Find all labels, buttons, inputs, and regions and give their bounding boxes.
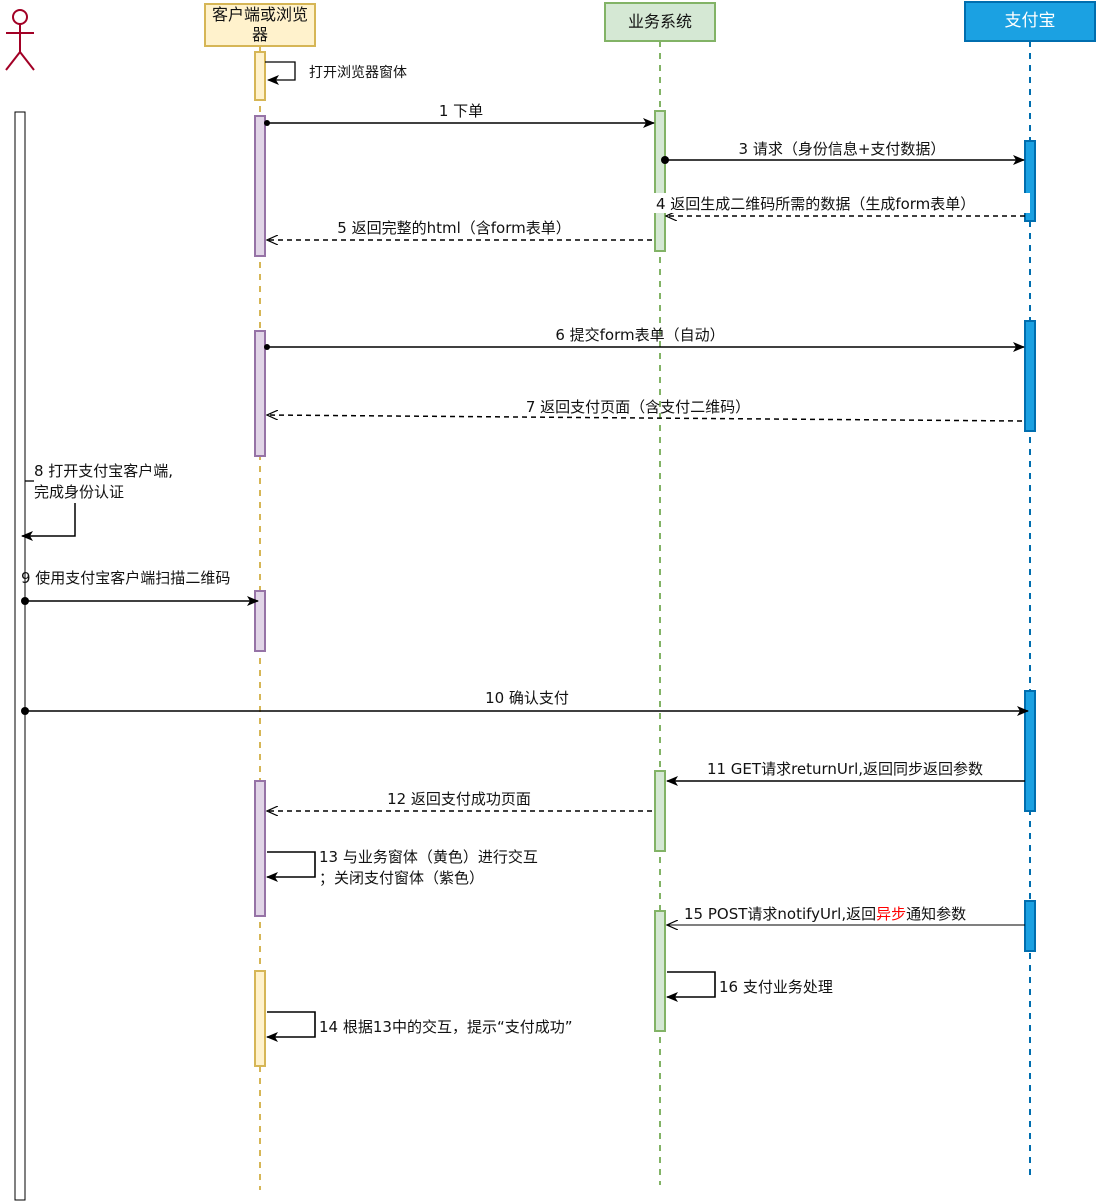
participant-biz[interactable]: 业务系统 [604, 2, 716, 42]
message-1-label: 1 下单 [439, 102, 483, 120]
actor-head [12, 9, 28, 25]
message-15-post-notify-url[interactable]: 15 POST请求notifyUrl,返回异步通知参数 [667, 905, 1025, 925]
message-12-label: 12 返回支付成功页面 [387, 790, 531, 808]
participant-alipay-label: 支付宝 [1005, 11, 1056, 31]
message-15-label-part3: 通知参数 [906, 905, 966, 923]
alipay-activation-form [1024, 320, 1036, 432]
message-open-browser[interactable]: 打开浏览器窗体 [265, 61, 407, 85]
message-13-label-line2: ；关闭支付窗体（紫色） [319, 869, 484, 887]
message-11-label: 11 GET请求returnUrl,返回同步返回参数 [707, 760, 983, 778]
biz-activation-notify [654, 910, 666, 1032]
message-8-label-line1: 8 打开支付宝客户端, [34, 462, 173, 480]
message-10-confirm-pay[interactable]: 10 确认支付 [21, 689, 1029, 716]
message-15-label-part1: 15 POST请求notifyUrl,返回 [684, 905, 876, 923]
message-7-label: 7 返回支付页面（含支付二维码） [526, 398, 750, 416]
participant-client-label-line1: 客户端或浏览 [212, 5, 308, 24]
participant-alipay[interactable]: 支付宝 [964, 1, 1096, 42]
message-15-label-highlight: 异步 [876, 905, 906, 923]
actor-icon [5, 9, 35, 71]
biz-activation-return [654, 770, 666, 852]
message-14-show-success[interactable]: 14 根据13中的交互，提示“支付成功” [266, 1011, 573, 1042]
message-7-return-pay-page[interactable]: 7 返回支付页面（含支付二维码） [267, 398, 1023, 422]
participant-client-box [204, 3, 316, 47]
message-9-label: 9 使用支付宝客户端扫描二维码 [21, 569, 230, 587]
message-4-return-qr-data[interactable]: 4 返回生成二维码所需的数据（生成form表单） [654, 193, 1030, 216]
participant-biz-box [604, 2, 716, 42]
client-activation-notice [254, 970, 266, 1067]
client-activation-scan [254, 590, 266, 652]
message-15-label: 15 POST请求notifyUrl,返回异步通知参数 [684, 905, 966, 923]
message-6-submit-form[interactable]: 6 提交form表单（自动） [264, 326, 1025, 352]
participant-biz-label: 业务系统 [628, 12, 692, 31]
message-10-label: 10 确认支付 [485, 689, 569, 707]
message-14-label: 14 根据13中的交互，提示“支付成功” [319, 1018, 573, 1036]
client-activation-success [254, 780, 266, 917]
message-3-label: 3 请求（身份信息+支付数据） [739, 140, 946, 158]
participant-alipay-box [964, 1, 1096, 42]
client-activation-order [254, 115, 266, 257]
message-3-request[interactable]: 3 请求（身份信息+支付数据） [661, 140, 1025, 165]
message-8-label-line2: 完成身份认证 [34, 483, 124, 501]
message-1-order[interactable]: 1 下单 [264, 102, 655, 128]
message-8-open-alipay[interactable]: 8 打开支付宝客户端, 完成身份认证 [21, 462, 173, 541]
client-activation-open [254, 51, 266, 101]
message-4-label: 4 返回生成二维码所需的数据（生成form表单） [656, 195, 975, 213]
alipay-activation-confirm [1024, 690, 1036, 812]
message-5-label: 5 返回完整的html（含form表单） [337, 219, 570, 237]
message-12-return-success-page[interactable]: 12 返回支付成功页面 [267, 790, 652, 811]
message-11-get-return-url[interactable]: 11 GET请求returnUrl,返回同步返回参数 [666, 760, 1025, 786]
actor-right-leg [19, 51, 35, 71]
message-13-interact[interactable]: 13 与业务窗体（黄色）进行交互 ；关闭支付窗体（紫色） [266, 848, 538, 887]
biz-activation-order [654, 110, 666, 252]
message-16-biz-process[interactable]: 16 支付业务处理 [666, 971, 833, 1002]
participant-client-label-line2: 器 [252, 25, 268, 44]
participant-client[interactable]: 客户端或浏览 器 [204, 3, 316, 47]
actor-left-leg [5, 51, 21, 71]
message-16-label: 16 支付业务处理 [719, 978, 833, 996]
message-6-label: 6 提交form表单（自动） [555, 326, 724, 344]
message-9-scan-qr[interactable]: 9 使用支付宝客户端扫描二维码 [21, 569, 259, 606]
actor-activation-bar [14, 111, 26, 1201]
alipay-activation-notify [1024, 900, 1036, 952]
message-open-browser-label: 打开浏览器窗体 [309, 64, 407, 81]
message-13-label-line1: 13 与业务窗体（黄色）进行交互 [319, 848, 538, 866]
client-activation-submit [254, 330, 266, 457]
message-5-return-html[interactable]: 5 返回完整的html（含form表单） [267, 219, 652, 240]
alipay-activation-request [1024, 140, 1036, 222]
